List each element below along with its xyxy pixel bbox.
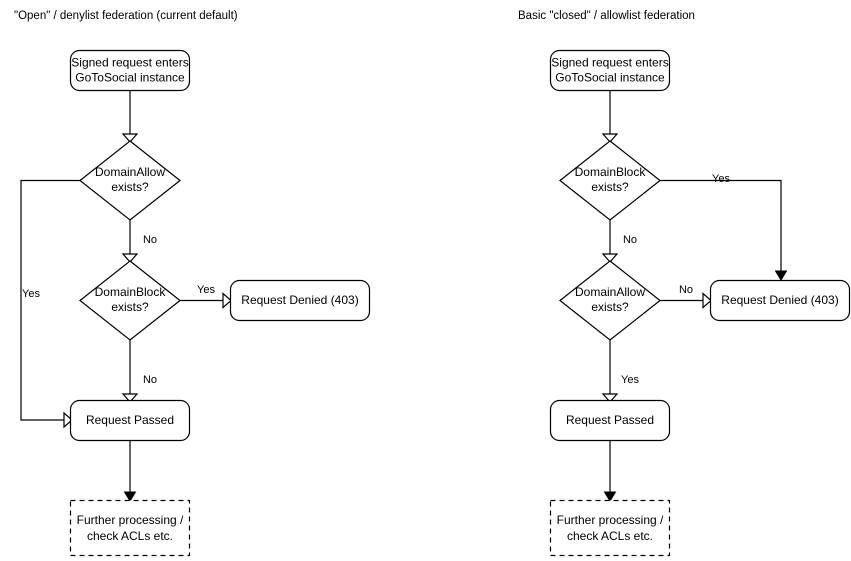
node-request-denied-right[interactable]: Request Denied (403) bbox=[709, 279, 851, 322]
node-request-denied-right-label: Request Denied (403) bbox=[721, 293, 838, 307]
node-decision-domainallow-right-line1: DomainAllow bbox=[575, 285, 645, 299]
edge-label-domainallow-yes-left: Yes bbox=[22, 288, 40, 300]
node-further-processing-right[interactable]: Further processing / check ACLs etc. bbox=[549, 499, 671, 557]
edge-label-domainblock-yes-left: Yes bbox=[197, 284, 215, 296]
panel-title-open-denylist: "Open" / denylist federation (current de… bbox=[14, 10, 238, 22]
edge-domainblock-no-right: No bbox=[601, 220, 637, 263]
panel-open-denylist: "Open" / denylist federation (current de… bbox=[14, 10, 371, 557]
node-further-processing-right-line1: Further processing / bbox=[557, 513, 664, 527]
node-request-passed-right-label: Request Passed bbox=[566, 413, 654, 427]
edge-passed-to-further-left bbox=[123, 440, 137, 502]
node-decision-domainallow-left-line2: exists? bbox=[111, 180, 149, 194]
node-decision-domainblock-right[interactable]: DomainBlock exists? bbox=[559, 140, 661, 221]
node-decision-domainblock-left[interactable]: DomainBlock exists? bbox=[79, 260, 181, 341]
edge-domainallow-yes-right: Yes bbox=[601, 340, 639, 403]
node-entry-left[interactable]: Signed request enters GoToSocial instanc… bbox=[69, 49, 191, 92]
node-entry-right[interactable]: Signed request enters GoToSocial instanc… bbox=[549, 49, 671, 92]
node-request-passed-left[interactable]: Request Passed bbox=[69, 399, 191, 442]
edge-label-domainallow-no-left: No bbox=[143, 234, 157, 246]
edge-domainblock-yes-left: Yes bbox=[180, 284, 232, 309]
node-decision-domainallow-right-line2: exists? bbox=[591, 300, 629, 314]
node-decision-domainblock-right-line1: DomainBlock bbox=[575, 165, 647, 179]
node-decision-domainallow-left-line1: DomainAllow bbox=[95, 165, 165, 179]
node-further-processing-right-shape bbox=[549, 499, 671, 557]
panel-closed-allowlist: Basic "closed" / allowlist federation Si… bbox=[518, 10, 851, 557]
node-decision-domainblock-left-line1: DomainBlock bbox=[95, 285, 167, 299]
edge-label-domainblock-yes-right: Yes bbox=[712, 173, 730, 185]
node-entry-right-line2: GoToSocial instance bbox=[555, 71, 665, 85]
node-request-denied-left[interactable]: Request Denied (403) bbox=[229, 279, 371, 322]
edge-label-domainallow-yes-right: Yes bbox=[621, 374, 639, 386]
node-request-denied-left-shape bbox=[229, 279, 371, 322]
node-request-passed-left-label: Request Passed bbox=[86, 413, 174, 427]
edge-entry-to-decision1-right bbox=[601, 90, 619, 143]
node-entry-left-line2: GoToSocial instance bbox=[75, 71, 185, 85]
edge-entry-to-decision1-left bbox=[121, 90, 139, 143]
node-further-processing-left-line1: Further processing / bbox=[77, 513, 184, 527]
node-further-processing-left-line2: check ACLs etc. bbox=[87, 529, 173, 543]
edge-domainallow-yes-left: Yes bbox=[20, 179, 80, 429]
node-request-denied-right-shape bbox=[709, 279, 851, 322]
node-decision-domainblock-right-line2: exists? bbox=[591, 180, 629, 194]
edge-domainblock-yes-right: Yes bbox=[660, 173, 788, 281]
node-entry-right-line1: Signed request enters bbox=[551, 56, 668, 70]
node-decision-domainallow-right[interactable]: DomainAllow exists? bbox=[559, 260, 661, 341]
edge-passed-to-further-right bbox=[603, 440, 617, 502]
panel-title-closed-allowlist: Basic "closed" / allowlist federation bbox=[518, 10, 695, 22]
node-further-processing-left-shape bbox=[69, 499, 191, 557]
edge-domainblock-no-left: No bbox=[121, 340, 157, 403]
edge-domainallow-no-left: No bbox=[121, 220, 157, 263]
node-request-denied-left-label: Request Denied (403) bbox=[241, 293, 358, 307]
edge-label-domainallow-no-right: No bbox=[679, 284, 693, 296]
node-further-processing-right-line2: check ACLs etc. bbox=[567, 529, 653, 543]
node-further-processing-left[interactable]: Further processing / check ACLs etc. bbox=[69, 499, 191, 557]
node-decision-domainallow-left[interactable]: DomainAllow exists? bbox=[79, 140, 181, 221]
edge-label-domainblock-no-left: No bbox=[143, 374, 157, 386]
edge-label-domainblock-no-right: No bbox=[623, 234, 637, 246]
edge-domainallow-no-right: No bbox=[660, 284, 712, 309]
node-request-passed-right[interactable]: Request Passed bbox=[549, 399, 671, 442]
node-decision-domainblock-left-line2: exists? bbox=[111, 300, 149, 314]
node-entry-left-line1: Signed request enters bbox=[71, 56, 188, 70]
